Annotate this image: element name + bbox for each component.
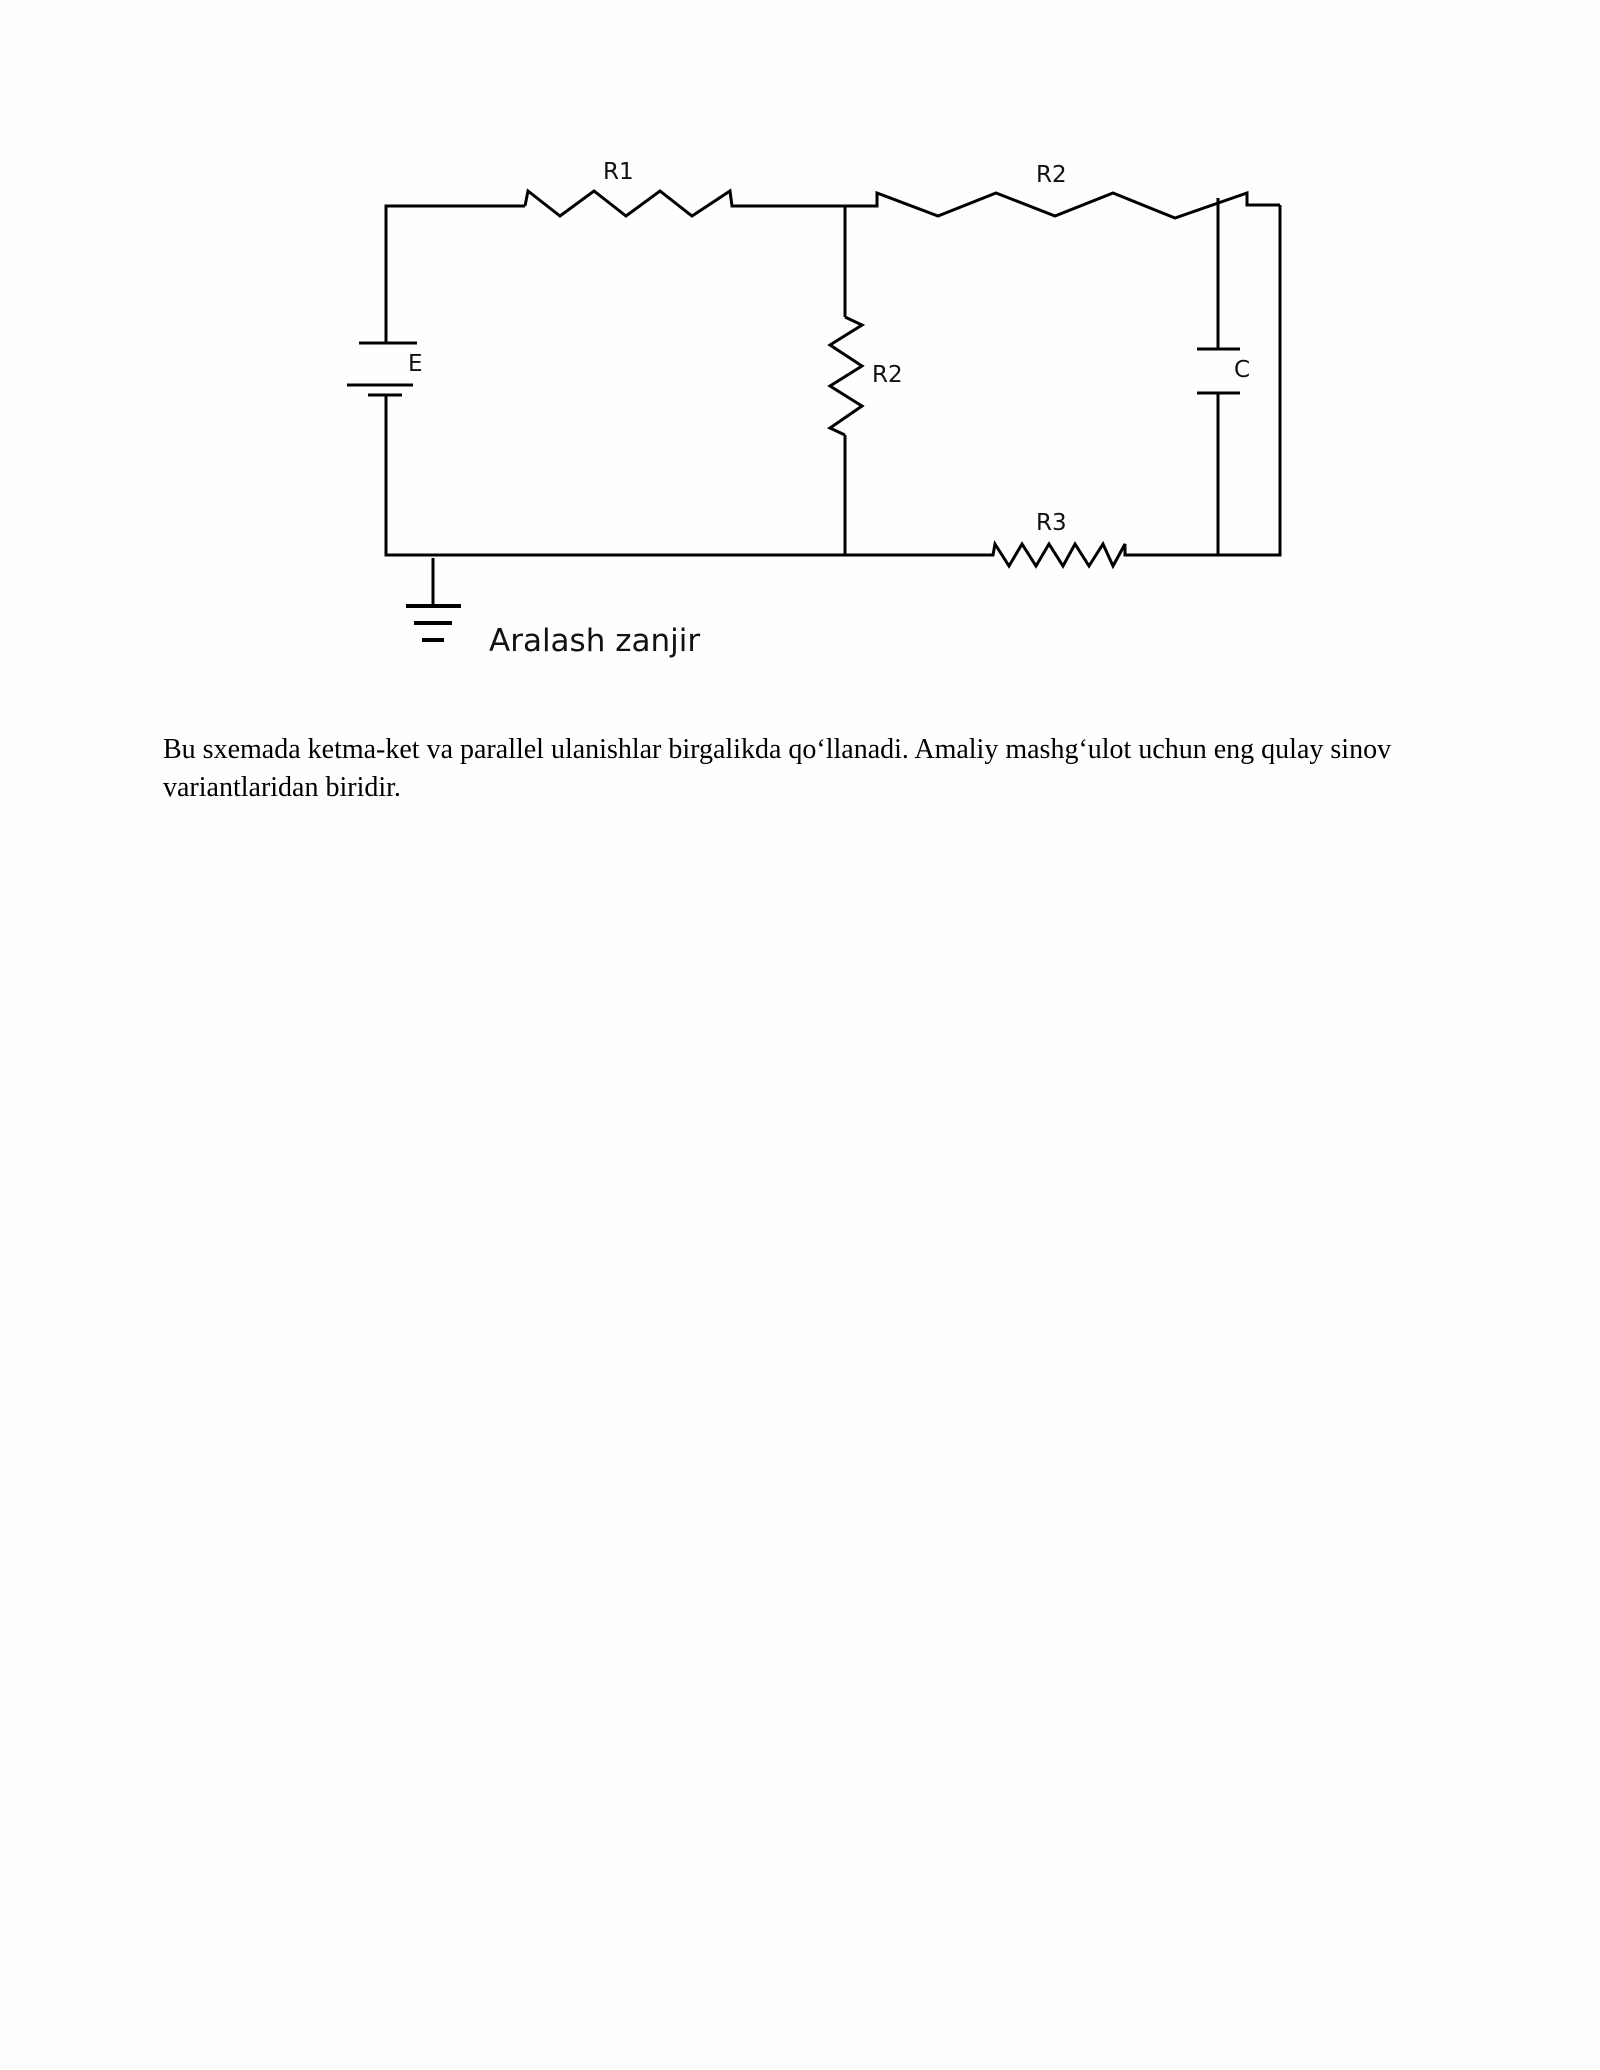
wire-left-top <box>384 204 525 343</box>
circuit-figure: R1 R2 R2 R3 E C Aralash zanjir <box>320 140 1300 680</box>
label-r1: R1 <box>603 159 634 185</box>
resistor-r2-mid <box>826 315 866 437</box>
circuit-diagram: R1 R2 R2 R3 E C Aralash zanjir <box>347 159 1282 659</box>
label-r2-mid: R2 <box>872 362 903 388</box>
resistor-r3 <box>845 539 1218 570</box>
wire-left-bottom <box>384 395 845 557</box>
resistor-r1 <box>523 188 845 218</box>
label-c: C <box>1234 357 1250 383</box>
wire-right-outer <box>1218 205 1282 557</box>
resistor-r2-top <box>845 190 1280 220</box>
label-e: E <box>408 351 423 377</box>
label-r3: R3 <box>1036 510 1067 536</box>
label-r2-top: R2 <box>1036 162 1067 188</box>
figure-caption: Aralash zanjir <box>489 623 700 659</box>
body-paragraph: Bu sxemada ketma-ket va parallel ulanish… <box>163 734 1392 803</box>
